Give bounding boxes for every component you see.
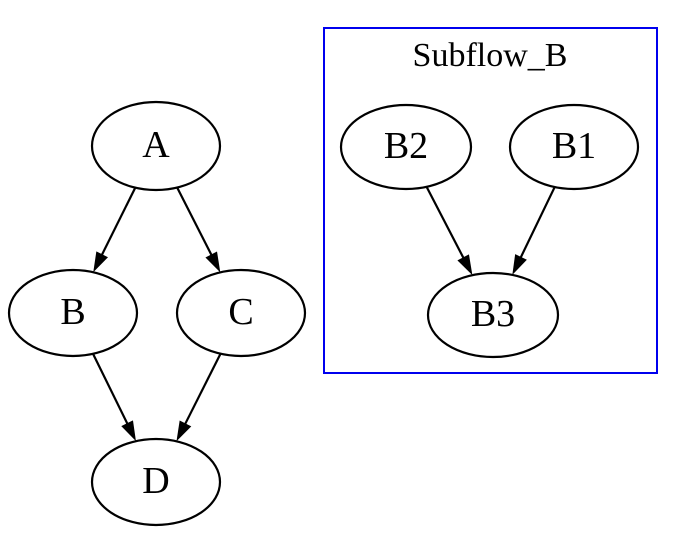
edge-b1-b3 bbox=[519, 186, 556, 260]
arrowhead-c-d bbox=[176, 420, 192, 442]
arrowhead-b1-b3 bbox=[512, 254, 527, 275]
node-b2 bbox=[339, 103, 473, 191]
edge-c-d bbox=[183, 353, 222, 426]
arrowhead-a-c bbox=[205, 251, 221, 273]
node-label-a: A bbox=[142, 124, 170, 166]
node-b bbox=[7, 268, 139, 358]
node-a bbox=[90, 100, 222, 192]
cluster-title: Subflow_B bbox=[413, 37, 568, 74]
node-c bbox=[175, 268, 307, 358]
edge-a-c bbox=[176, 187, 214, 257]
node-b3 bbox=[426, 271, 560, 359]
node-label-b2: B2 bbox=[384, 125, 428, 167]
edge-a-b bbox=[100, 187, 137, 257]
node-label-d: D bbox=[142, 460, 169, 502]
node-label-b1: B1 bbox=[552, 125, 596, 167]
cluster-box bbox=[323, 27, 658, 374]
edge-b2-b3 bbox=[425, 186, 466, 260]
edge-b-d bbox=[92, 353, 129, 426]
node-label-b3: B3 bbox=[471, 293, 515, 335]
node-label-c: C bbox=[228, 291, 253, 333]
node-label-b: B bbox=[60, 291, 85, 333]
arrowhead-b2-b3 bbox=[457, 254, 473, 276]
arrowhead-b-d bbox=[121, 420, 136, 442]
node-b1 bbox=[508, 103, 640, 191]
arrowhead-a-b bbox=[93, 251, 108, 273]
node-d bbox=[90, 437, 222, 527]
